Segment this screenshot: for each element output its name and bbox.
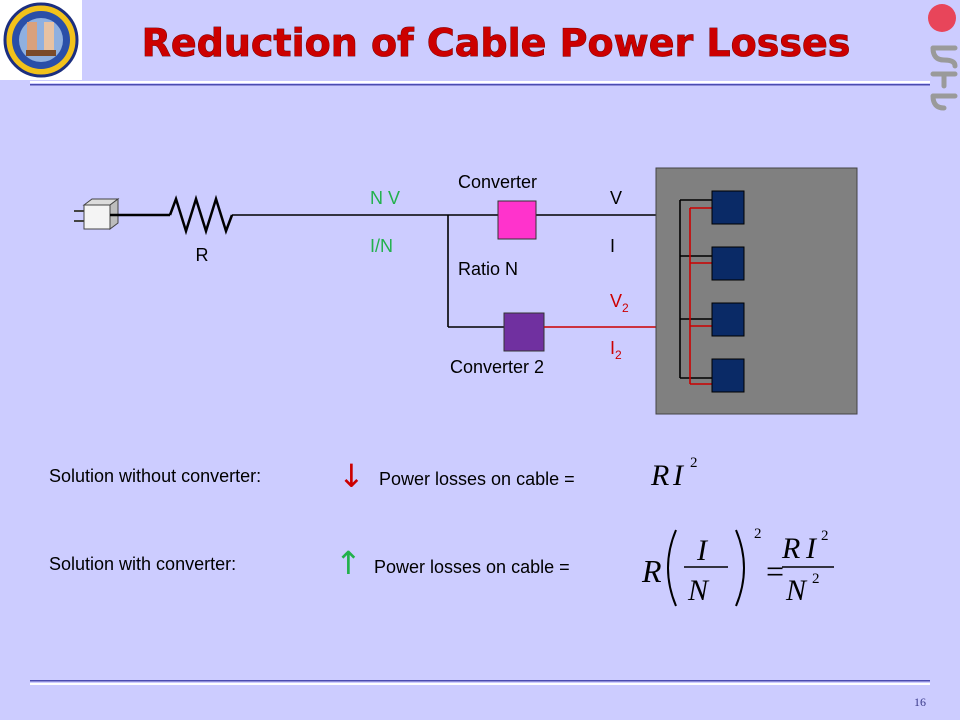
page-number: 16 bbox=[914, 695, 926, 709]
main-bus bbox=[679, 199, 712, 379]
svg-text:R: R bbox=[641, 553, 662, 589]
converter2-label: Converter 2 bbox=[450, 357, 544, 377]
ntnu-logo-icon bbox=[928, 4, 958, 111]
solution-without-converter: Solution without converter: ↓ Power loss… bbox=[49, 455, 698, 495]
svg-text:I: I bbox=[805, 532, 818, 565]
header-rule-light bbox=[30, 81, 930, 83]
formula-r-i-over-n-squared: R I N 2 = R I 2 N 2 bbox=[641, 526, 834, 607]
load-block bbox=[711, 190, 745, 225]
converter-label: Converter bbox=[458, 172, 537, 192]
svg-text:R: R bbox=[781, 532, 800, 565]
load-blocks bbox=[711, 190, 745, 393]
v2-label: V2 bbox=[610, 291, 629, 315]
solution-without-label: Solution without converter: bbox=[49, 466, 261, 486]
down-arrow-icon: ↓ bbox=[338, 457, 365, 495]
svg-text:I: I bbox=[672, 459, 685, 492]
voltage-out-label: V bbox=[610, 188, 622, 208]
load-block bbox=[711, 302, 745, 337]
footer-rule bbox=[30, 680, 930, 682]
svg-text:=: = bbox=[766, 553, 784, 589]
resistor-icon bbox=[168, 194, 234, 236]
svg-text:N: N bbox=[687, 574, 710, 607]
header-rule bbox=[30, 84, 930, 86]
solution-with-label: Solution with converter: bbox=[49, 554, 236, 574]
university-seal-icon bbox=[0, 0, 82, 80]
voltage-in-label: N V bbox=[370, 188, 400, 208]
svg-text:2: 2 bbox=[812, 571, 820, 587]
formula-ri2: R I 2 bbox=[650, 455, 698, 492]
svg-text:R: R bbox=[650, 459, 669, 492]
load-block bbox=[711, 358, 745, 393]
ratio-label: Ratio N bbox=[458, 259, 518, 279]
svg-text:2: 2 bbox=[690, 455, 698, 471]
converter-block bbox=[497, 200, 537, 240]
load-block bbox=[711, 246, 745, 281]
circuit-diagram: R N V I/N Converter Ratio N Converter 2 … bbox=[74, 167, 858, 415]
solution-with-converter: Solution with converter: ↑ Power losses … bbox=[49, 526, 834, 607]
resistor-label: R bbox=[196, 245, 209, 265]
svg-text:N: N bbox=[785, 574, 808, 607]
up-arrow-icon: ↑ bbox=[335, 544, 362, 582]
module-box bbox=[655, 167, 858, 415]
svg-text:2: 2 bbox=[754, 526, 762, 542]
secondary-bus bbox=[689, 207, 712, 385]
power-losses-text: Power losses on cable = bbox=[379, 469, 575, 489]
i2-label: I2 bbox=[610, 338, 622, 362]
svg-text:2: 2 bbox=[821, 528, 829, 544]
svg-text:I: I bbox=[696, 534, 709, 567]
power-losses-text: Power losses on cable = bbox=[374, 557, 570, 577]
footer-rule-light bbox=[30, 683, 930, 685]
current-out-label: I bbox=[610, 236, 615, 256]
current-in-label: I/N bbox=[370, 236, 393, 256]
converter2-branch bbox=[447, 215, 504, 328]
converter2-block bbox=[503, 312, 545, 352]
page-title: Reduction of Cable Power Losses bbox=[142, 21, 851, 65]
